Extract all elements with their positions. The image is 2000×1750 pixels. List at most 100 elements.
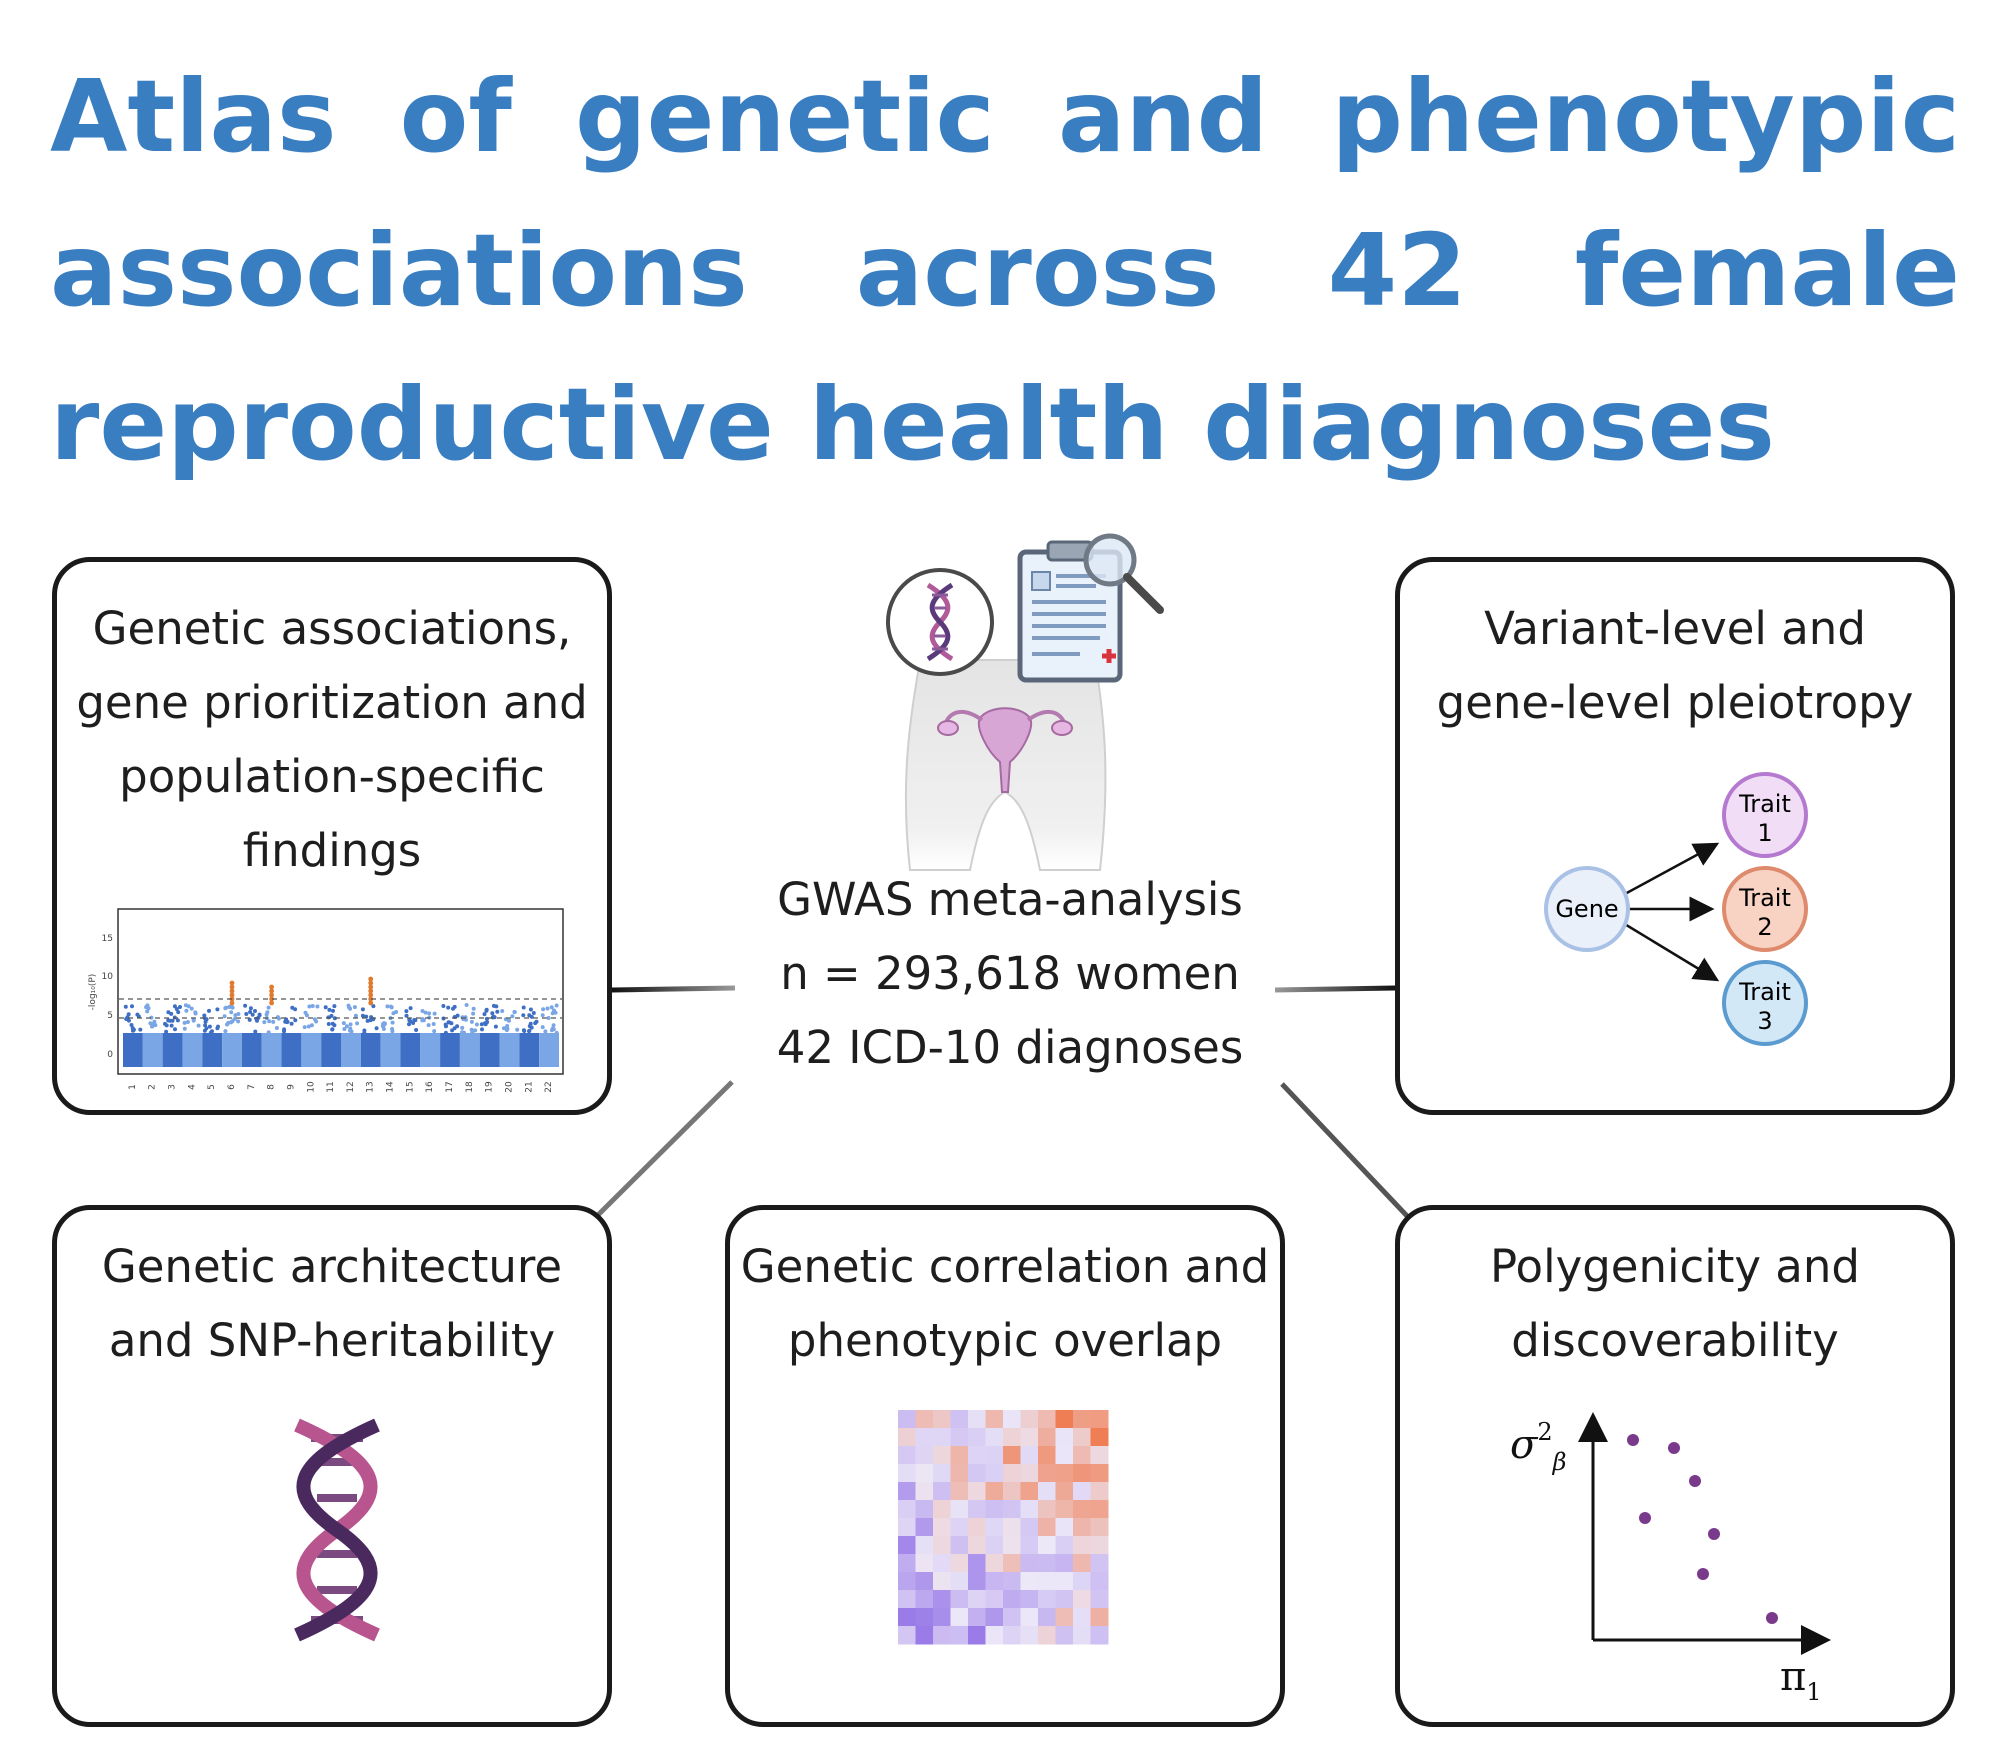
snp-point [473, 1028, 478, 1033]
heatmap-cell [950, 1572, 969, 1591]
chromosome-band [499, 1033, 520, 1067]
panel-line: Genetic architecture [101, 1240, 563, 1293]
manhattan-x-tick: 10 [306, 1081, 316, 1093]
snp-point [543, 1029, 548, 1034]
snp-point [495, 1009, 500, 1014]
snp-point [302, 1025, 307, 1030]
scatter-point [1668, 1442, 1680, 1454]
heatmap-cell [1003, 1608, 1021, 1627]
snp-point [130, 1026, 135, 1031]
snp-point [471, 1011, 476, 1016]
heatmap-cell [985, 1500, 1004, 1519]
chromosome-band [360, 1033, 381, 1067]
scatter-point [1708, 1528, 1720, 1540]
panel-line: Genetic correlation and [740, 1240, 1270, 1293]
pleiotropy-diagram: Gene Trait 1 Trait 2 Trait 3 [1544, 772, 1808, 1046]
snp-point [391, 1011, 396, 1016]
snp-point [455, 1013, 460, 1018]
heatmap-cell [1020, 1554, 1039, 1573]
snp-point [166, 1010, 171, 1015]
snp-point [355, 1021, 360, 1026]
heatmap-cell [1055, 1464, 1074, 1483]
heatmap-cell [1055, 1626, 1074, 1645]
heatmap-cell [985, 1428, 1004, 1447]
snp-point [224, 1005, 228, 1010]
heatmap-cell [1055, 1500, 1074, 1519]
snp-point [266, 1005, 271, 1010]
heatmap-cell [968, 1428, 986, 1447]
heatmap-cell [1020, 1590, 1039, 1609]
significant-snp-point [229, 1000, 235, 1006]
snp-point [330, 1027, 335, 1032]
snp-point [450, 1028, 455, 1033]
heatmap-cell [1038, 1482, 1056, 1501]
panel-architecture: Genetic architecture and SNP-heritabilit… [52, 1205, 612, 1727]
heatmap-cell [968, 1500, 986, 1519]
panel-pleiotropy: Variant-level and gene-level pleiotropy … [1395, 557, 1955, 1115]
snp-point [474, 1022, 479, 1027]
heatmap-cell [898, 1572, 916, 1591]
chromosome-band [459, 1033, 480, 1067]
snp-point [469, 1019, 474, 1024]
heatmap-cell [933, 1428, 951, 1447]
chromosome-band [440, 1033, 460, 1067]
heatmap-cell [1038, 1464, 1056, 1483]
edge-gene-trait-1 [1622, 842, 1720, 897]
figure-title: Atlas of genetic and phenotypic associat… [50, 58, 1960, 483]
snp-point [404, 1009, 409, 1014]
heatmap-cell [1038, 1590, 1056, 1609]
heatmap-cell [1090, 1590, 1109, 1609]
heatmap-cell [898, 1554, 916, 1573]
heatmap-cell [898, 1536, 916, 1555]
heatmap-cell [1073, 1590, 1091, 1609]
scatter-point [1766, 1612, 1778, 1624]
snp-point [500, 1009, 505, 1013]
panel-line: gene-level pleiotropy [1436, 676, 1914, 729]
snp-point [446, 1005, 451, 1010]
snp-point [464, 1003, 469, 1007]
heatmap-cell [950, 1626, 969, 1645]
manhattan-x-tick: 22 [544, 1081, 554, 1092]
heatmap-cell [968, 1464, 986, 1483]
chromosome-band [539, 1033, 559, 1067]
heatmap-cell [915, 1590, 934, 1609]
snp-point [203, 1023, 208, 1028]
snp-point [412, 1018, 417, 1022]
heatmap-cell [1020, 1410, 1039, 1429]
polygenicity-scatter: σ2β π1 [1510, 1412, 1831, 1706]
snp-point [293, 1007, 298, 1012]
heatmap-cell [1020, 1500, 1039, 1519]
heatmap-cell [1020, 1626, 1039, 1645]
heatmap-cell [968, 1554, 986, 1573]
snp-point [554, 1003, 559, 1008]
heatmap-cell [898, 1428, 916, 1447]
heatmap-cell [985, 1464, 1004, 1483]
panel-genetic-associations: Genetic associations, gene prioritizatio… [52, 557, 612, 1115]
heatmap-cell [1090, 1554, 1109, 1573]
heatmap-cell [950, 1482, 969, 1501]
heatmap-cell [1055, 1572, 1074, 1591]
manhattan-x-tick: 5 [207, 1084, 217, 1090]
snp-point [285, 1020, 290, 1025]
heatmap-cell [898, 1500, 916, 1519]
chromosome-band [341, 1033, 361, 1067]
snp-point [152, 1019, 157, 1024]
snp-point [540, 1013, 545, 1018]
heatmap-cell [1020, 1482, 1039, 1501]
heatmap-cell [1073, 1608, 1091, 1627]
heatmap-cell [898, 1518, 916, 1537]
snp-point [184, 1008, 189, 1013]
heatmap-cell [933, 1554, 951, 1573]
heatmap-cell [950, 1536, 969, 1555]
heatmap-cell [898, 1626, 916, 1645]
heatmap-cell [985, 1410, 1004, 1429]
significant-snp-point [269, 992, 274, 998]
snp-point [253, 1009, 257, 1013]
panel-line: phenotypic overlap [787, 1314, 1223, 1367]
snp-point [353, 1013, 358, 1018]
chromosome-band [202, 1033, 223, 1067]
snp-point [169, 1023, 174, 1028]
heatmap-cell [1003, 1518, 1021, 1537]
snp-point [420, 1009, 425, 1013]
heatmap-cell [1090, 1536, 1109, 1555]
